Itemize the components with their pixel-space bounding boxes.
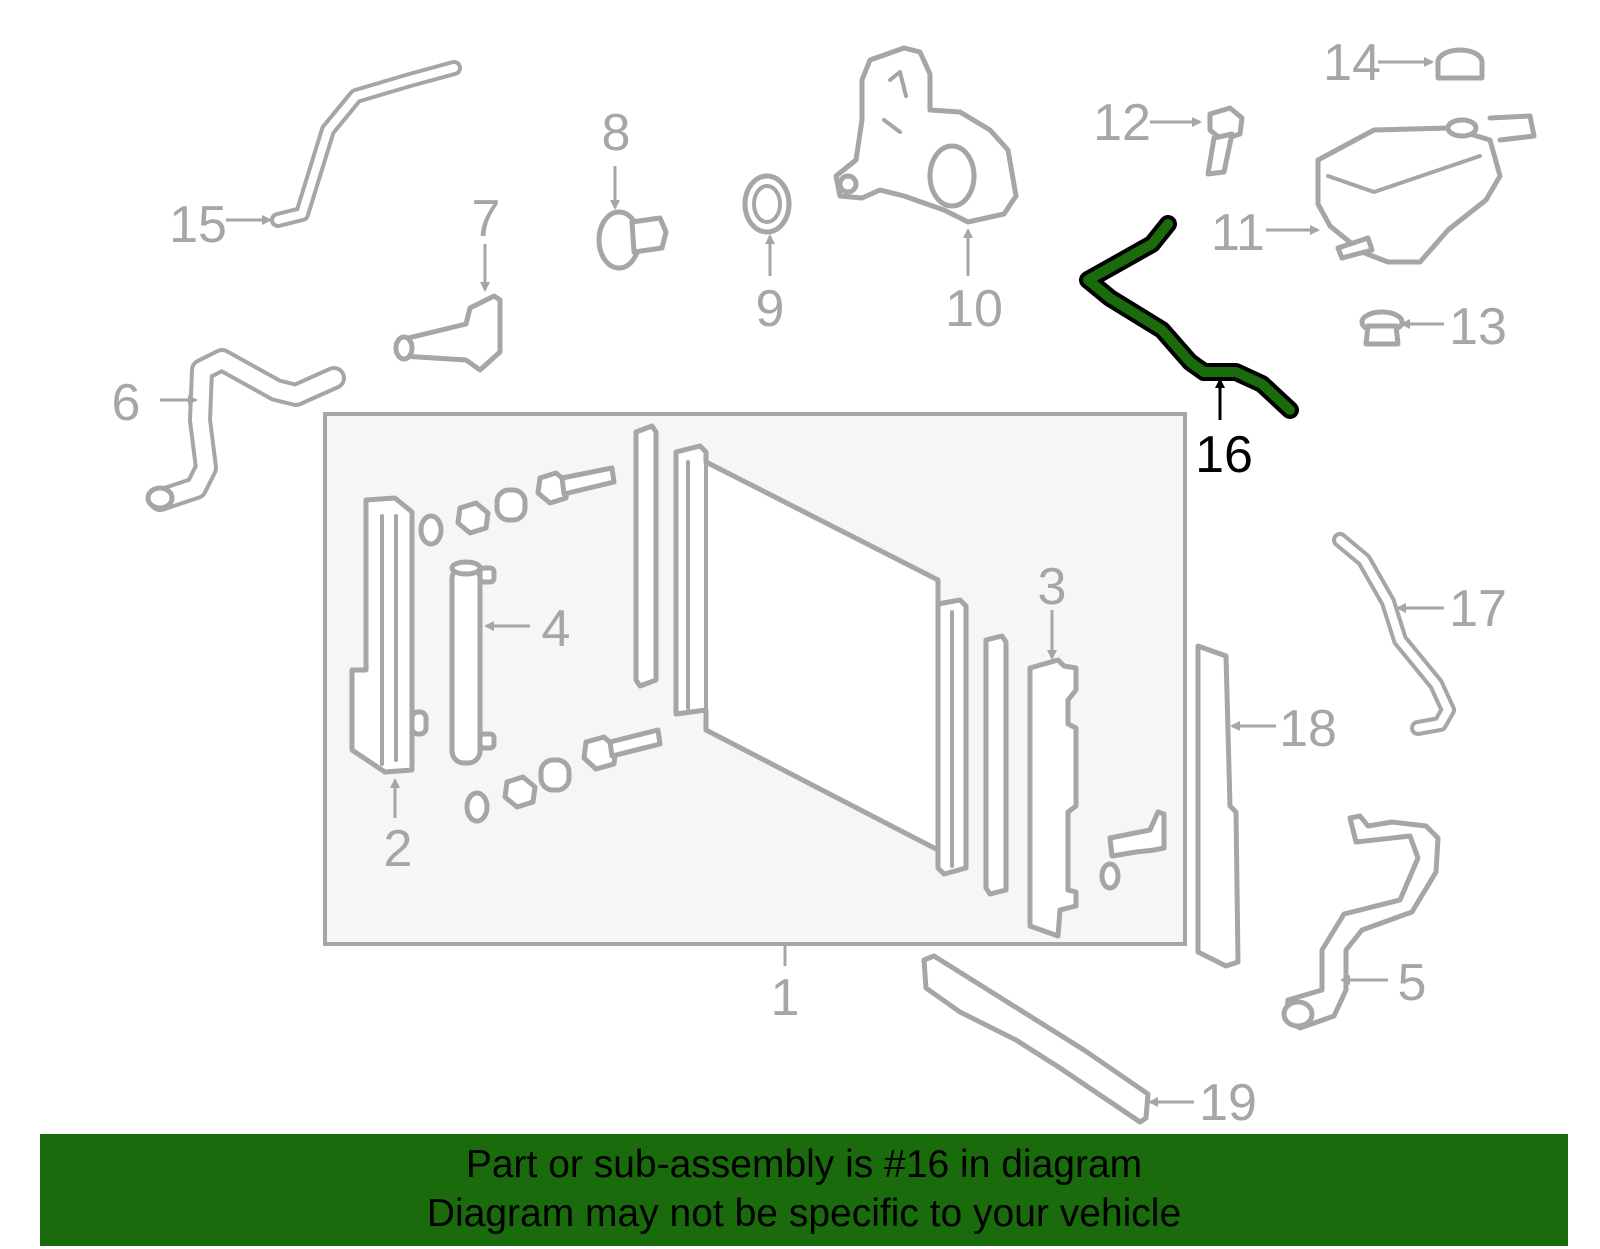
callout-18: 18 bbox=[1279, 700, 1337, 758]
callout-17: 17 bbox=[1449, 580, 1507, 638]
callout-19: 19 bbox=[1199, 1074, 1257, 1132]
callout-14: 14 bbox=[1323, 34, 1381, 92]
part-2-side-bracket bbox=[349, 495, 429, 775]
callout-13: 13 bbox=[1449, 298, 1507, 356]
part-19-lower-seal bbox=[921, 953, 1151, 1125]
callout-1: 1 bbox=[771, 969, 800, 1027]
fastener-set-upper bbox=[418, 465, 617, 547]
callout-5: 5 bbox=[1398, 954, 1427, 1012]
part-16-hose-highlighted bbox=[1079, 215, 1299, 419]
callout-6: 6 bbox=[112, 374, 141, 432]
part-7-outlet bbox=[393, 293, 503, 373]
info-banner: Part or sub-assembly is #16 in diagram D… bbox=[40, 1134, 1568, 1246]
part-3-bracket bbox=[1027, 657, 1167, 939]
callout-9: 9 bbox=[756, 280, 785, 338]
part-13-grommet bbox=[1359, 309, 1405, 347]
part-18-side-panel bbox=[1195, 643, 1241, 969]
part-9-o-ring bbox=[742, 173, 792, 235]
callout-4: 4 bbox=[542, 600, 571, 658]
callout-10: 10 bbox=[945, 280, 1003, 338]
leader-arrows bbox=[160, 57, 1444, 1107]
part-8-cap bbox=[596, 209, 669, 271]
callout-12: 12 bbox=[1093, 94, 1151, 152]
part-5-lower-hose bbox=[1281, 813, 1441, 1031]
callout-8: 8 bbox=[602, 104, 631, 162]
banner-line-2: Diagram may not be specific to your vehi… bbox=[426, 1192, 1182, 1235]
seal-strip-left bbox=[633, 423, 659, 689]
callout-16: 16 bbox=[1195, 426, 1253, 484]
banner-line-1: Part or sub-assembly is #16 in diagram bbox=[465, 1143, 1143, 1186]
part-11-reservoir bbox=[1315, 113, 1537, 265]
callout-2: 2 bbox=[384, 820, 413, 878]
callout-15: 15 bbox=[169, 196, 227, 254]
part-14-cap bbox=[1435, 47, 1485, 81]
seal-strip-right bbox=[983, 633, 1009, 897]
part-4-tube bbox=[449, 559, 497, 766]
callout-3: 3 bbox=[1038, 558, 1067, 616]
fastener-set-lower bbox=[464, 727, 663, 824]
callout-7: 7 bbox=[472, 190, 501, 248]
callout-11: 11 bbox=[1211, 204, 1265, 262]
radiator-core bbox=[673, 443, 969, 877]
part-10-housing bbox=[833, 45, 1019, 225]
part-12-bolt bbox=[1205, 105, 1245, 177]
